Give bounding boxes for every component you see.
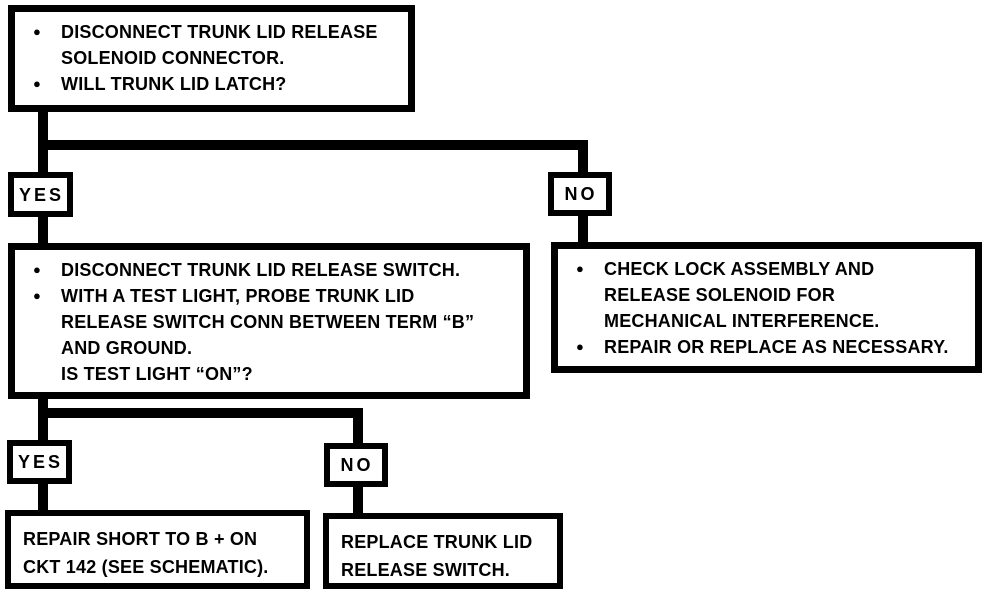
step-text: DISCONNECT TRUNK LID RELEASE bbox=[61, 22, 378, 42]
decision-label-yes-1: YES bbox=[8, 172, 73, 217]
node-disconnect-solenoid: ● DISCONNECT TRUNK LID RELEASE SOLENOID … bbox=[8, 5, 415, 112]
decision-label-yes-2: YES bbox=[7, 440, 72, 484]
connector-branch1-horizontal bbox=[38, 140, 588, 150]
decision-text: YES bbox=[17, 452, 64, 472]
step-text: SOLENOID CONNECTOR. bbox=[61, 48, 285, 68]
connector-no1-to-a1 bbox=[578, 213, 588, 245]
node-repair-short-ckt142: REPAIR SHORT TO B + ON CKT 142 (SEE SCHE… bbox=[5, 510, 310, 589]
bullet-icon: ● bbox=[576, 339, 585, 354]
connector-yes1-to-q2 bbox=[38, 214, 48, 246]
step-text: REPLACE TRUNK LID bbox=[341, 532, 533, 552]
step-text: REPAIR SHORT TO B + ON bbox=[23, 529, 258, 549]
step-text: RELEASE SOLENOID FOR bbox=[604, 285, 836, 305]
bullet-icon: ● bbox=[33, 76, 42, 91]
step-text: REPAIR OR REPLACE AS NECESSARY. bbox=[604, 337, 949, 357]
connector-branch2-to-no2 bbox=[353, 416, 363, 446]
step-text: RELEASE SWITCH. bbox=[341, 560, 511, 580]
bullet-icon: ● bbox=[33, 288, 42, 303]
step-text: MECHANICAL INTERFERENCE. bbox=[604, 311, 880, 331]
bullet-icon: ● bbox=[576, 261, 585, 276]
bullet-icon: ● bbox=[33, 24, 42, 39]
decision-text: YES bbox=[18, 184, 65, 205]
step-text: WILL TRUNK LID LATCH? bbox=[61, 74, 287, 94]
decision-label-no-2: NO bbox=[324, 443, 388, 487]
step-text: CKT 142 (SEE SCHEMATIC). bbox=[23, 557, 269, 577]
step-text: RELEASE SWITCH CONN BETWEEN TERM “B” bbox=[61, 312, 475, 332]
step-item: ● WILL TRUNK LID LATCH? bbox=[27, 71, 400, 97]
step-item: ● DISCONNECT TRUNK LID RELEASE SOLENOID … bbox=[27, 19, 400, 71]
decision-text: NO bbox=[340, 455, 374, 475]
decision-label-no-1: NO bbox=[548, 172, 612, 216]
step-text: WITH A TEST LIGHT, PROBE TRUNK LID bbox=[61, 286, 415, 306]
connector-no2-to-t2 bbox=[353, 484, 363, 516]
step-item: ● WITH A TEST LIGHT, PROBE TRUNK LID REL… bbox=[27, 283, 515, 387]
step-item: ● CHECK LOCK ASSEMBLY AND RELEASE SOLENO… bbox=[570, 256, 967, 334]
connector-branch2-horizontal bbox=[38, 408, 363, 418]
node-check-lock-assembly: ● CHECK LOCK ASSEMBLY AND RELEASE SOLENO… bbox=[551, 242, 982, 373]
connector-branch2-to-yes2 bbox=[38, 416, 48, 443]
connector-yes2-to-t1 bbox=[38, 481, 48, 513]
connector-q2-to-branch2 bbox=[38, 396, 48, 415]
node-test-light-check: ● DISCONNECT TRUNK LID RELEASE SWITCH. ●… bbox=[8, 243, 530, 399]
step-item: ● REPAIR OR REPLACE AS NECESSARY. bbox=[570, 334, 967, 360]
connector-q1-to-branch1 bbox=[38, 108, 48, 145]
decision-text: NO bbox=[564, 184, 598, 204]
step-text: AND GROUND. bbox=[61, 338, 193, 358]
step-text: DISCONNECT TRUNK LID RELEASE SWITCH. bbox=[61, 260, 461, 280]
connector-branch1-to-yes1 bbox=[38, 148, 48, 175]
node-replace-release-switch: REPLACE TRUNK LID RELEASE SWITCH. bbox=[323, 513, 563, 589]
step-item: ● DISCONNECT TRUNK LID RELEASE SWITCH. bbox=[27, 257, 515, 283]
connector-branch1-to-no1 bbox=[578, 148, 588, 175]
bullet-icon: ● bbox=[33, 262, 42, 277]
step-text: CHECK LOCK ASSEMBLY AND bbox=[604, 259, 875, 279]
step-text: IS TEST LIGHT “ON”? bbox=[61, 364, 253, 384]
